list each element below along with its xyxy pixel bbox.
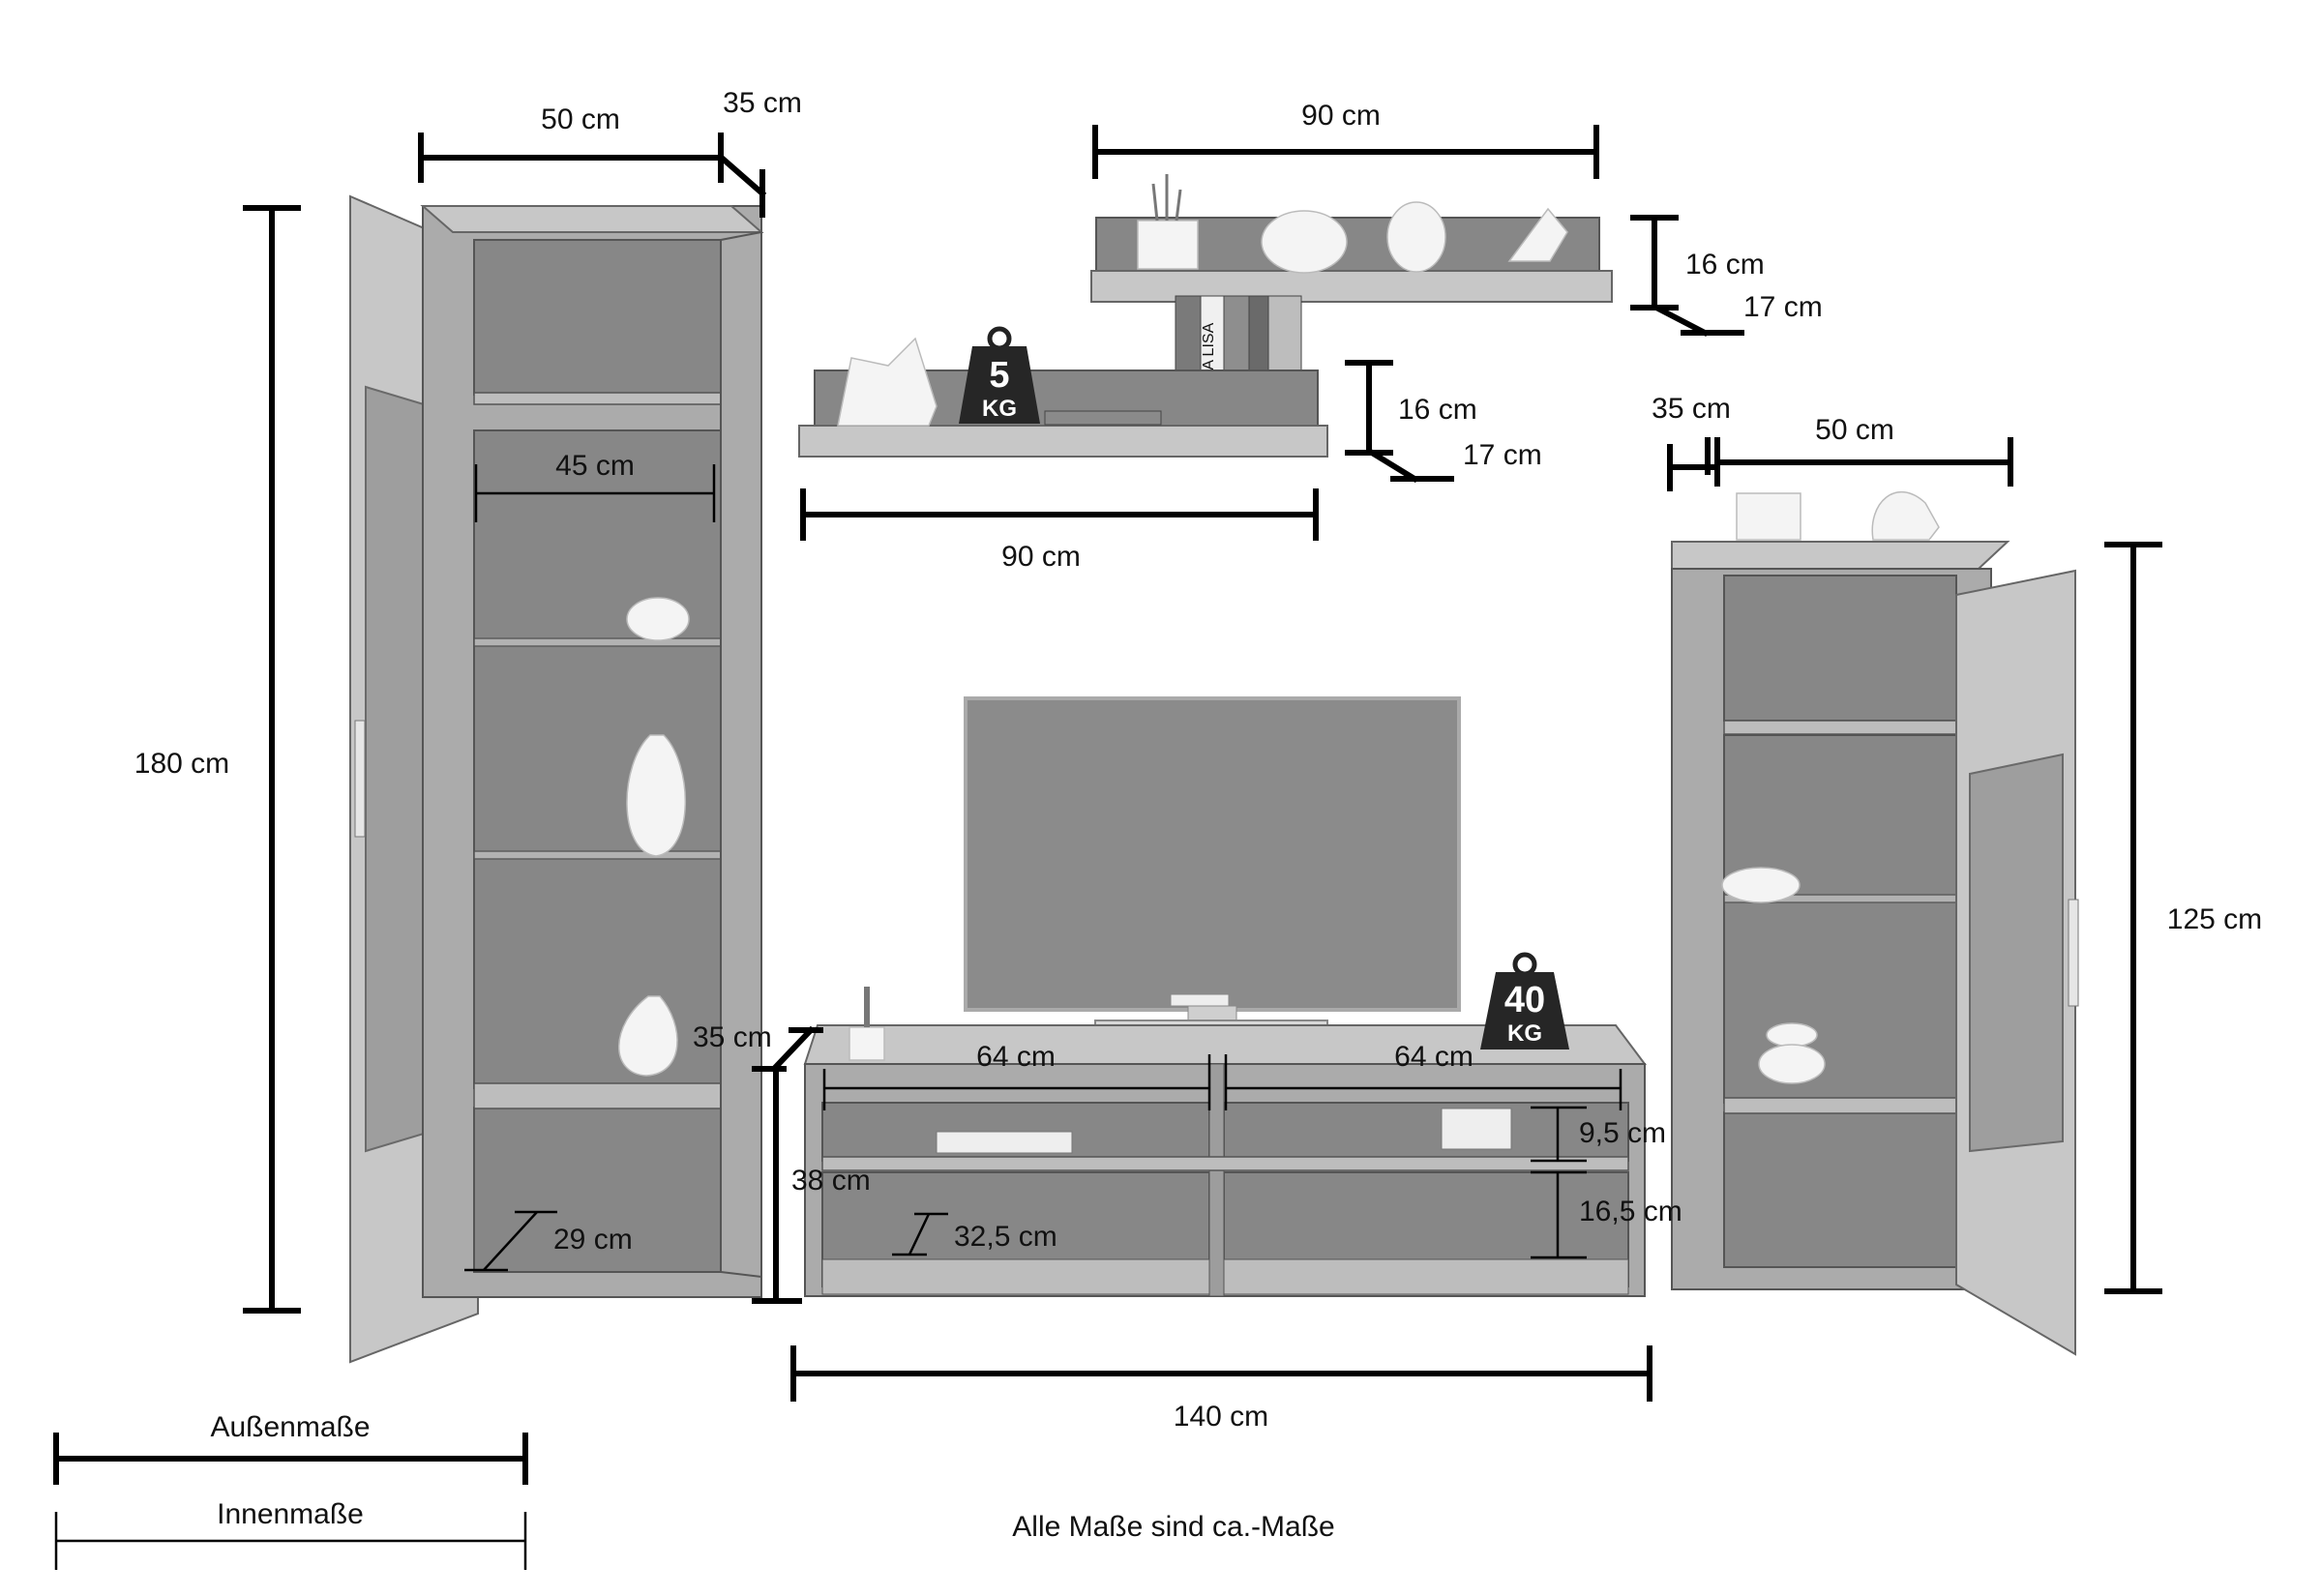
- weight-5-unit: KG: [982, 396, 1017, 422]
- tv-board-width-label: 140 cm: [1174, 1401, 1268, 1433]
- upper-shelf-depth-label: 17 cm: [1743, 291, 1823, 323]
- upper-shelf-height-label: 16 cm: [1685, 249, 1765, 281]
- upper-shelf-board: [1090, 270, 1613, 303]
- tv-board-inner-width-left-label: 64 cm: [976, 1041, 1056, 1073]
- tv-board-inner-width-right-label: 64 cm: [1394, 1041, 1474, 1073]
- door-handle-icon: [354, 720, 366, 838]
- lower-shelf-height-label: 16 cm: [1398, 394, 1477, 426]
- tv-board-depth-label: 35 cm: [693, 1021, 772, 1053]
- tv-board-inner-depth-label: 32,5 cm: [954, 1221, 1057, 1253]
- tv-board-compartment-upper-label: 9,5 cm: [1579, 1117, 1666, 1149]
- tv-screen: [964, 696, 1461, 1012]
- weight-5-value: 5: [989, 355, 1009, 396]
- door-handle-icon: [2068, 899, 2079, 1007]
- right-cabinet-depth-label: 35 cm: [1652, 393, 1731, 425]
- dimension-lines: [243, 125, 2162, 1402]
- lower-shelf-width-label: 90 cm: [1001, 541, 1081, 573]
- upper-shelf-width-label: 90 cm: [1301, 100, 1381, 132]
- right-cabinet-height-label: 125 cm: [2167, 903, 2262, 935]
- television: [964, 696, 1461, 1050]
- dvd-player-icon: [936, 1131, 1073, 1154]
- legend-inner-label: Innenmaße: [217, 1498, 364, 1530]
- weight-40-value: 40: [1504, 980, 1545, 1020]
- bowl-icon: [1721, 867, 1801, 903]
- weight-icon-40kg: 40 KG: [1480, 952, 1569, 1049]
- right-display-cabinet: [1671, 490, 2079, 1356]
- upper-wall-shelf: [1090, 174, 1613, 303]
- weight-icon-5kg: 5 KG: [959, 326, 1040, 424]
- lower-shelf-depth-label: 17 cm: [1463, 439, 1542, 471]
- vase-round-icon: [618, 995, 678, 1077]
- left-cabinet-height-label: 180 cm: [134, 748, 229, 780]
- vase-small-icon: [626, 597, 690, 641]
- tv-board-compartment-lower-label: 16,5 cm: [1579, 1196, 1682, 1227]
- legend-outer-label: Außenmaße: [210, 1411, 370, 1443]
- weight-40-unit: KG: [1507, 1020, 1542, 1047]
- right-cabinet-width-label: 50 cm: [1815, 414, 1894, 446]
- left-cabinet-inner-width-label: 45 cm: [555, 450, 635, 482]
- left-display-cabinet: [349, 194, 764, 1364]
- footnote: Alle Maße sind ca.-Maße: [1012, 1511, 1334, 1543]
- tv-board: [803, 987, 1647, 1297]
- lower-shelf-board: [798, 425, 1328, 458]
- tv-board-height-label: 38 cm: [791, 1165, 871, 1197]
- vase-tall-icon: [626, 734, 686, 857]
- legend: Außenmaße Innenmaße: [53, 1411, 528, 1570]
- left-cabinet-width-label: 50 cm: [541, 103, 620, 135]
- left-cabinet-depth-label: 35 cm: [723, 87, 802, 119]
- left-cabinet-inner-depth-label: 29 cm: [553, 1224, 633, 1256]
- lower-wall-shelf: [798, 337, 1328, 458]
